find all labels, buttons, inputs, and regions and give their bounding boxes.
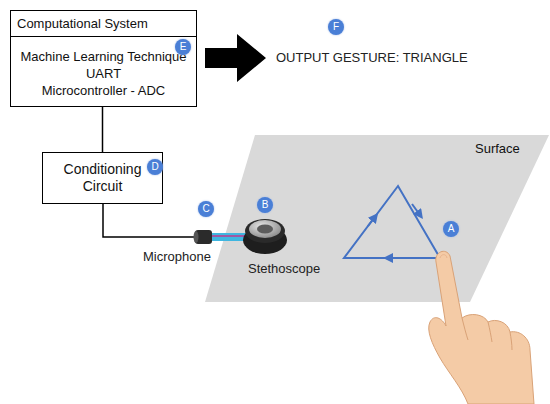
text-label: Microphone bbox=[143, 249, 211, 264]
surface-fill bbox=[205, 135, 549, 302]
signal-wire bbox=[103, 204, 197, 237]
callout-letter: E bbox=[175, 39, 191, 55]
box-item: UART bbox=[11, 65, 196, 82]
box-item: Machine Learning Technique bbox=[11, 48, 196, 65]
surface-label: Surface bbox=[475, 141, 520, 156]
callout-letter: C bbox=[198, 201, 214, 217]
conditioning-circuit-box: Conditioning Circuit bbox=[42, 152, 163, 204]
connector-line bbox=[102, 107, 104, 152]
output-arrow bbox=[205, 34, 266, 82]
computational-system-box: Computational SystemMachine Learning Tec… bbox=[10, 10, 197, 107]
finger-creases bbox=[462, 318, 512, 350]
callout-letter: F bbox=[328, 19, 344, 35]
callout-letter: A bbox=[443, 221, 459, 237]
callout-letter: D bbox=[147, 159, 163, 175]
surface-shape bbox=[205, 135, 550, 303]
microphone-face bbox=[194, 231, 199, 243]
surface-plane: Surface bbox=[205, 135, 550, 303]
text-label: Stethoscope bbox=[248, 261, 320, 276]
callout-letter: B bbox=[257, 197, 273, 213]
box-label: Conditioning Circuit bbox=[55, 161, 151, 195]
microphone-symbol bbox=[195, 230, 212, 244]
box-item: Microcontroller - ADC bbox=[11, 82, 196, 99]
text-label: OUTPUT GESTURE: TRIANGLE bbox=[276, 50, 468, 65]
box-heading: Computational System bbox=[11, 11, 196, 37]
